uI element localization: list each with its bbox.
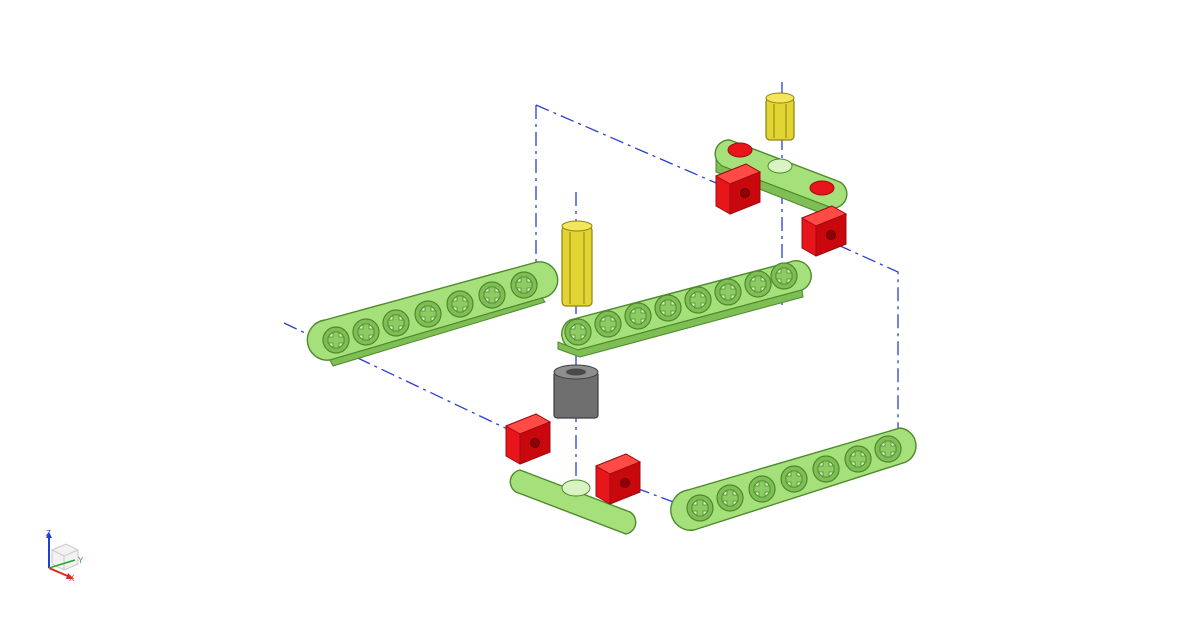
axis-z-label: Z [46, 529, 51, 538]
angle-bracket-top-right[interactable] [801, 205, 847, 257]
axle-pin-top[interactable] [765, 92, 795, 141]
axis-x-label: X [69, 574, 75, 583]
angle-bracket-bottom-left[interactable] [505, 413, 551, 465]
long-beam-center[interactable] [557, 260, 812, 358]
short-beam-top[interactable] [714, 139, 848, 217]
long-beam-right[interactable] [670, 427, 917, 531]
short-beam-bottom[interactable] [509, 469, 637, 535]
orientation-triad[interactable]: Z Y X [40, 528, 88, 586]
axis-y-label: Y [78, 556, 84, 565]
long-beam-left[interactable] [306, 261, 559, 367]
axle-pin-center[interactable] [561, 220, 593, 307]
spacer-bushing[interactable] [553, 364, 599, 419]
angle-bracket-bottom-right[interactable] [595, 453, 641, 505]
triad-cube-icon [46, 532, 79, 579]
